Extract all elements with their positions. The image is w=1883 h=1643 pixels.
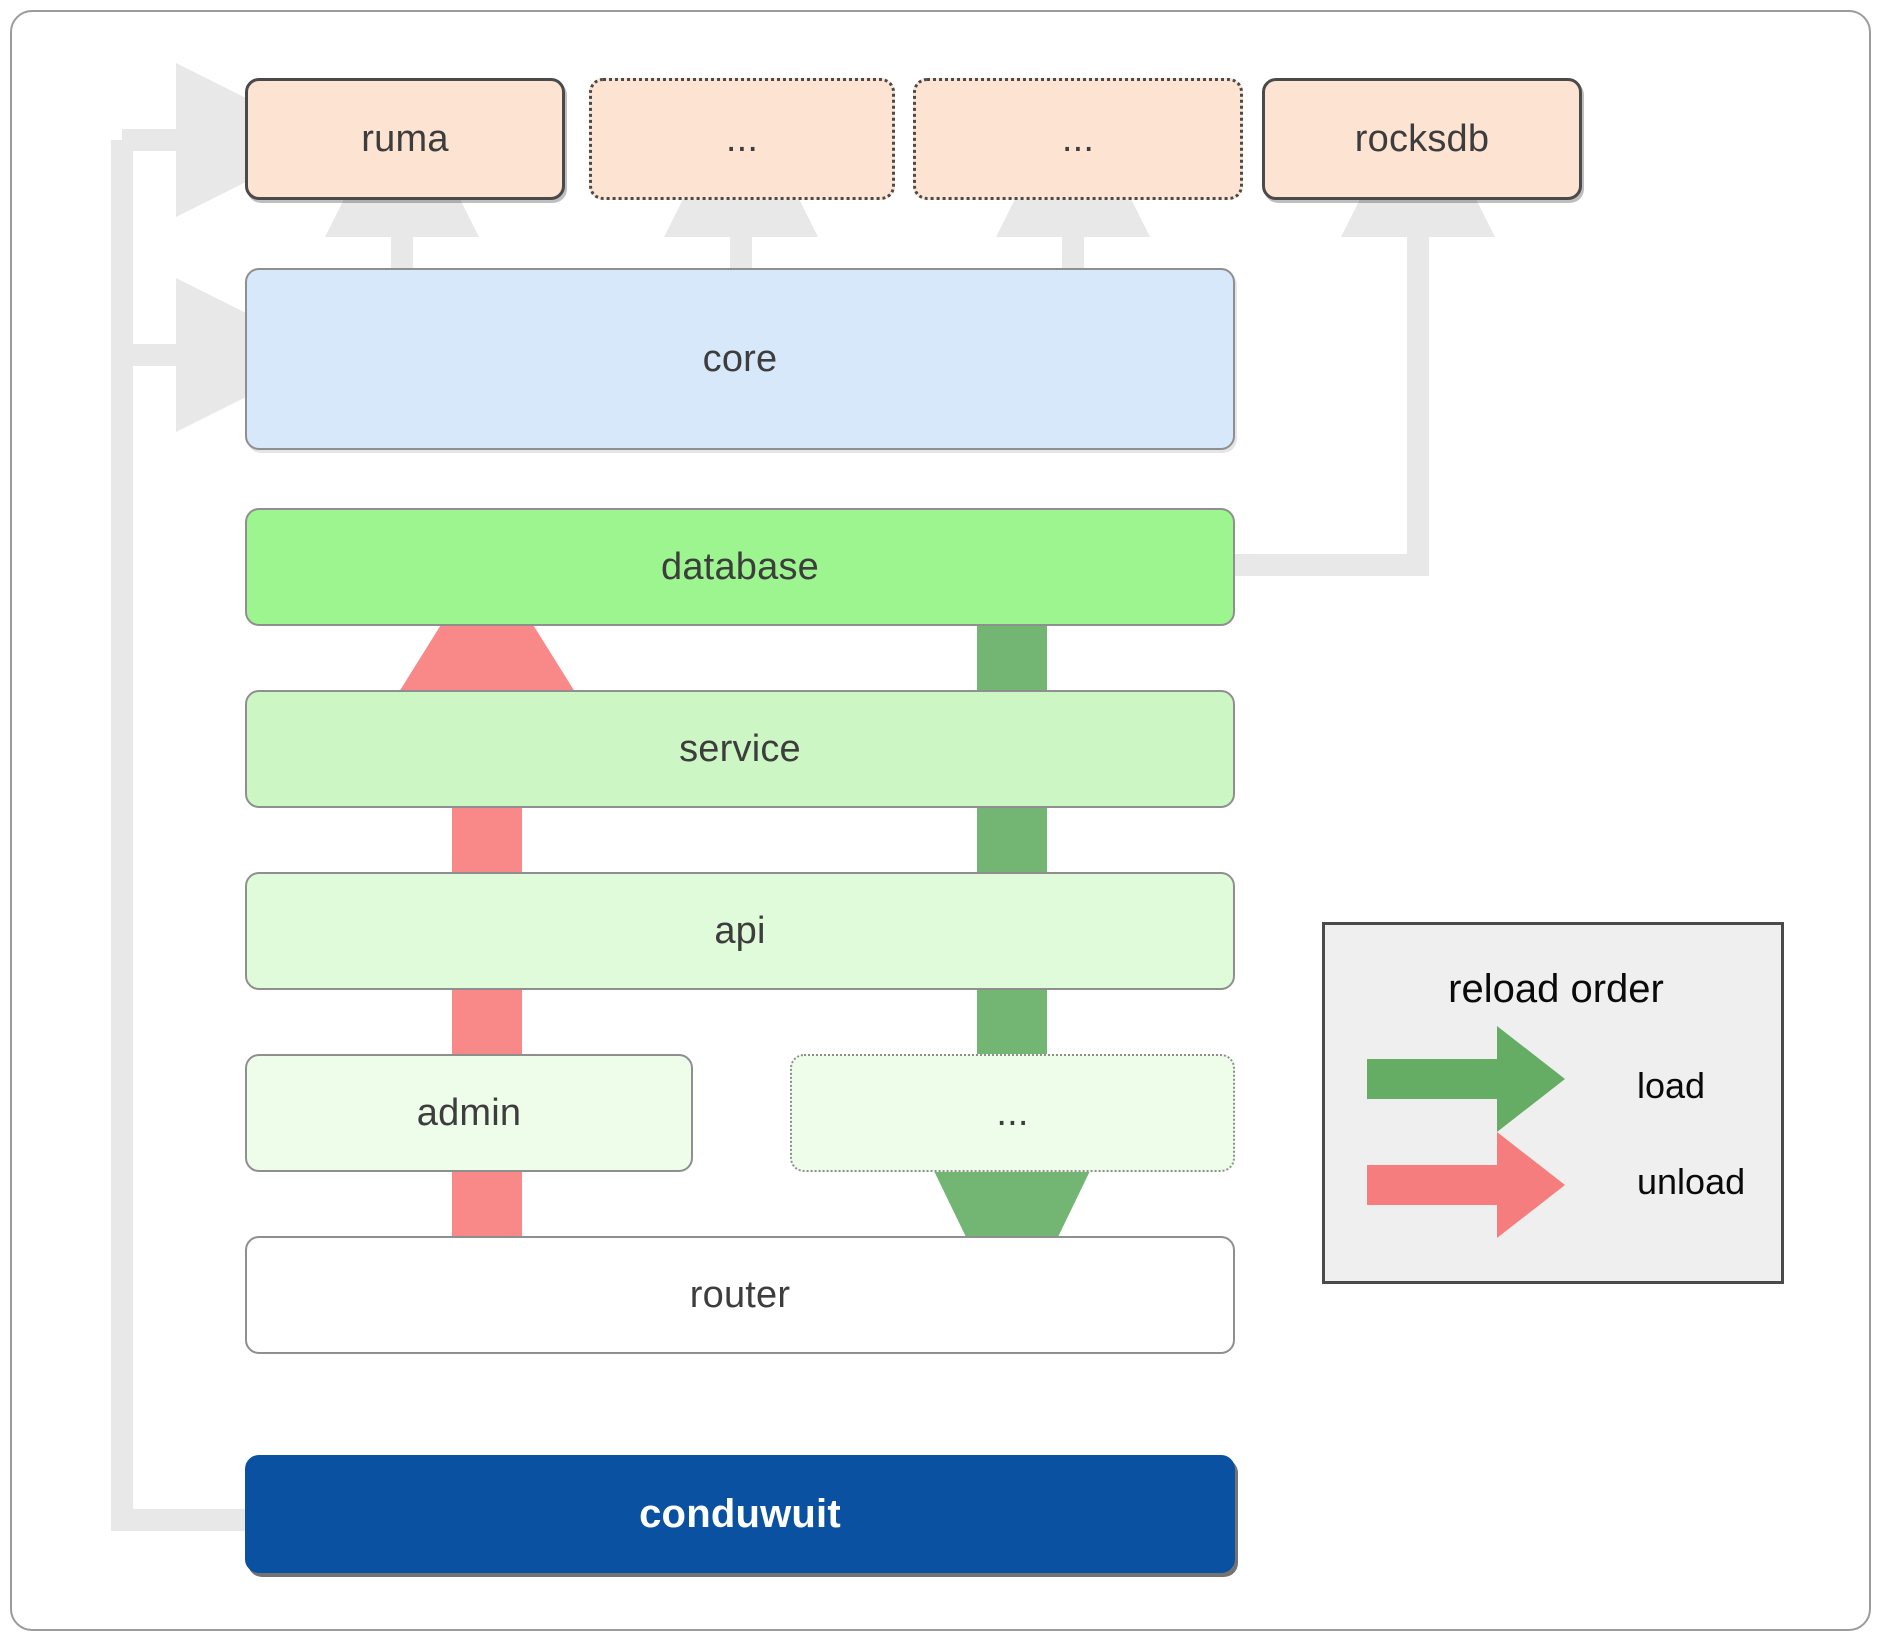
binary-box-conduwuit[interactable]: conduwuit [245, 1455, 1235, 1573]
legend-swatch-load [1367, 1026, 1565, 1132]
dependency-label-rocksdb: rocksdb [1354, 117, 1490, 160]
binary-label-conduwuit: conduwuit [639, 1491, 841, 1536]
crate-label-core: core [702, 337, 778, 380]
dependency-label-ruma: ruma [361, 117, 449, 160]
crate-box-database[interactable]: database [245, 508, 1235, 626]
crate-label-admin: admin [416, 1091, 522, 1134]
crate-box-api[interactable]: api [245, 872, 1235, 990]
dependency-box-ellipsis-2[interactable]: ... [913, 78, 1243, 200]
crate-box-core[interactable]: core [245, 268, 1235, 450]
dependency-box-rocksdb[interactable]: rocksdb [1262, 78, 1582, 200]
crate-box-ellipsis-layer[interactable]: ... [790, 1054, 1235, 1172]
dependency-box-ruma[interactable]: ruma [245, 78, 565, 200]
crate-label-api: api [714, 909, 766, 952]
crate-label-database: database [661, 545, 819, 588]
core-to-dependency-arrows [325, 83, 1150, 272]
crate-box-router[interactable]: router [245, 1236, 1235, 1354]
crate-label-service: service [679, 727, 801, 770]
dependency-label-ellipsis-2: ... [1061, 117, 1095, 160]
crate-label-ellipsis-layer: ... [996, 1091, 1029, 1134]
crate-box-admin[interactable]: admin [245, 1054, 693, 1172]
legend-label-load: load [1637, 1065, 1706, 1106]
legend-panel: reload order load unload [1322, 922, 1784, 1284]
legend-swatch-unload [1367, 1132, 1565, 1238]
dependency-connector-trunk [111, 63, 330, 1531]
crate-label-router: router [689, 1273, 791, 1316]
dependency-label-ellipsis-1: ... [725, 117, 759, 160]
legend-title: reload order [1448, 967, 1664, 1011]
database-to-rocksdb-connector [1233, 83, 1495, 576]
dependency-box-ellipsis-1[interactable]: ... [589, 78, 895, 200]
legend-arrow-swatches [1367, 1026, 1565, 1238]
legend-label-unload: unload [1637, 1161, 1746, 1202]
crate-box-service[interactable]: service [245, 690, 1235, 808]
